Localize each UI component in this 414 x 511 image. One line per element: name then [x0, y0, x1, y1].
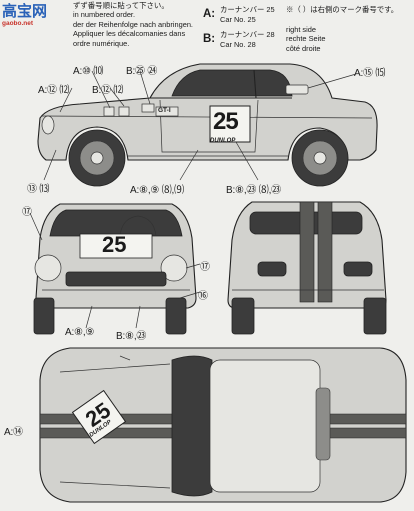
callout-side-top-a: A:⑩ ⑽ — [73, 66, 104, 77]
callout-front-bottom-b: B:⑧,㉓ — [116, 331, 147, 342]
rear-stripe-left — [299, 201, 315, 303]
front-rollbar — [119, 215, 157, 237]
side-rear-hub — [313, 151, 327, 165]
instruction-line-en: in numbered order. — [73, 10, 136, 20]
callout-side-top-b: B:㉕ ㉔ — [126, 66, 158, 77]
side-leader-lines — [43, 70, 357, 181]
instruction-line-fr-2: ordre numérique. — [73, 38, 130, 48]
side-legend: right side rechte Seite côté droite — [286, 25, 325, 53]
rear-light-right — [343, 261, 373, 277]
front-windshield — [49, 209, 183, 237]
instruction-line-jp: ずず番号順に貼って下さい。 — [73, 1, 169, 10]
top-number-roundel — [71, 389, 127, 445]
side-b-pillar — [253, 69, 257, 99]
front-grille — [65, 271, 167, 287]
side-door-line — [159, 99, 259, 153]
callout-side-right: A:⑮ ⒂ — [354, 68, 386, 79]
front-car-number: 25 — [102, 232, 127, 257]
legend-note-jp: は右側のマーク番号です。 — [310, 5, 399, 14]
side-badge-square — [103, 106, 115, 117]
rear-tire-right — [363, 297, 387, 335]
instruction-line-de: der der Reihenfolge nach anbringen. — [73, 19, 193, 29]
callout-side-bottom-left: ⑬ ⒀ — [27, 184, 50, 195]
front-headlight-left — [34, 254, 62, 282]
legend-b-letter: B: — [203, 33, 216, 45]
legend-a-jp: カーナンバー 25 — [220, 5, 275, 14]
side-sponsor: DUNLOP — [210, 138, 236, 144]
side-headlight — [41, 115, 55, 135]
front-leaders — [29, 212, 201, 329]
rear-light-left — [257, 261, 287, 277]
top-windshield — [171, 355, 213, 497]
side-gt-badge — [155, 106, 179, 117]
callout-front-16: ⑯ — [198, 291, 208, 302]
side-mirror — [141, 103, 155, 113]
side-gt-text: GT-I — [158, 107, 171, 114]
legend-b-en: Car No. 28 — [220, 40, 256, 49]
logo-char: 高 — [2, 2, 18, 20]
callout-side-mid-a: A:⑫ ⑿ — [38, 85, 70, 96]
callout-side-bottom-a: A:⑧,⑨ ⑻,⑼ — [130, 185, 184, 196]
callout-side-bottom-b: B:⑧,㉓ ⑻,㉓ — [226, 185, 281, 196]
top-rear-window — [315, 387, 331, 461]
side-belt-line — [41, 115, 373, 119]
top-hardtop — [209, 359, 321, 493]
instructions: ずず番号順に貼って下さい。 in numbered order. der der… — [73, 1, 193, 48]
logo-text: 宝网 — [17, 2, 48, 20]
side-legend-de: rechte Seite — [286, 34, 326, 44]
logo-url: gaobo.net — [2, 20, 34, 27]
side-number-panel — [209, 105, 251, 143]
side-car-number: 25 — [213, 108, 239, 135]
rear-tire-left — [231, 297, 255, 335]
rear-stripe-right — [317, 201, 333, 303]
front-hood-number — [79, 233, 153, 259]
front-tire-right — [165, 297, 187, 335]
legend-note: ※（ ）は右側のマーク番号です。 — [286, 5, 398, 14]
front-tire-left — [33, 297, 55, 335]
legend-b-jp: カーナンバー 28 — [220, 30, 275, 39]
instruction-line-fr-1: Appliquer les décalcomanies dans — [73, 29, 186, 39]
callout-top-left: A:⑭ — [4, 427, 23, 438]
callout-front-17-side: ⑰ — [200, 262, 210, 273]
legend-a-letter: A: — [203, 8, 216, 20]
legend-a-en: Car No. 25 — [220, 15, 256, 24]
site-logo: 高宝网 — [2, 0, 47, 21]
side-legend-fr: côté droite — [286, 43, 321, 53]
side-legend-en: right side — [286, 25, 316, 34]
side-front-hub — [90, 151, 104, 165]
legend-note-mark: ※（ ） — [286, 5, 311, 14]
callout-front-17-top: ⑰ — [22, 207, 32, 218]
callout-side-mid-b: B:⑫ ⑿ — [92, 85, 124, 96]
top-hood-lines — [59, 355, 171, 489]
callout-front-bottom-a: A:⑧,⑨ — [65, 327, 95, 338]
legend-a: A: カーナンバー 25 Car No. 25 — [203, 4, 275, 24]
legend-b: B: カーナンバー 28 Car No. 28 — [203, 29, 275, 49]
side-badge-square-2 — [118, 106, 130, 117]
side-rear-badge — [285, 84, 309, 95]
